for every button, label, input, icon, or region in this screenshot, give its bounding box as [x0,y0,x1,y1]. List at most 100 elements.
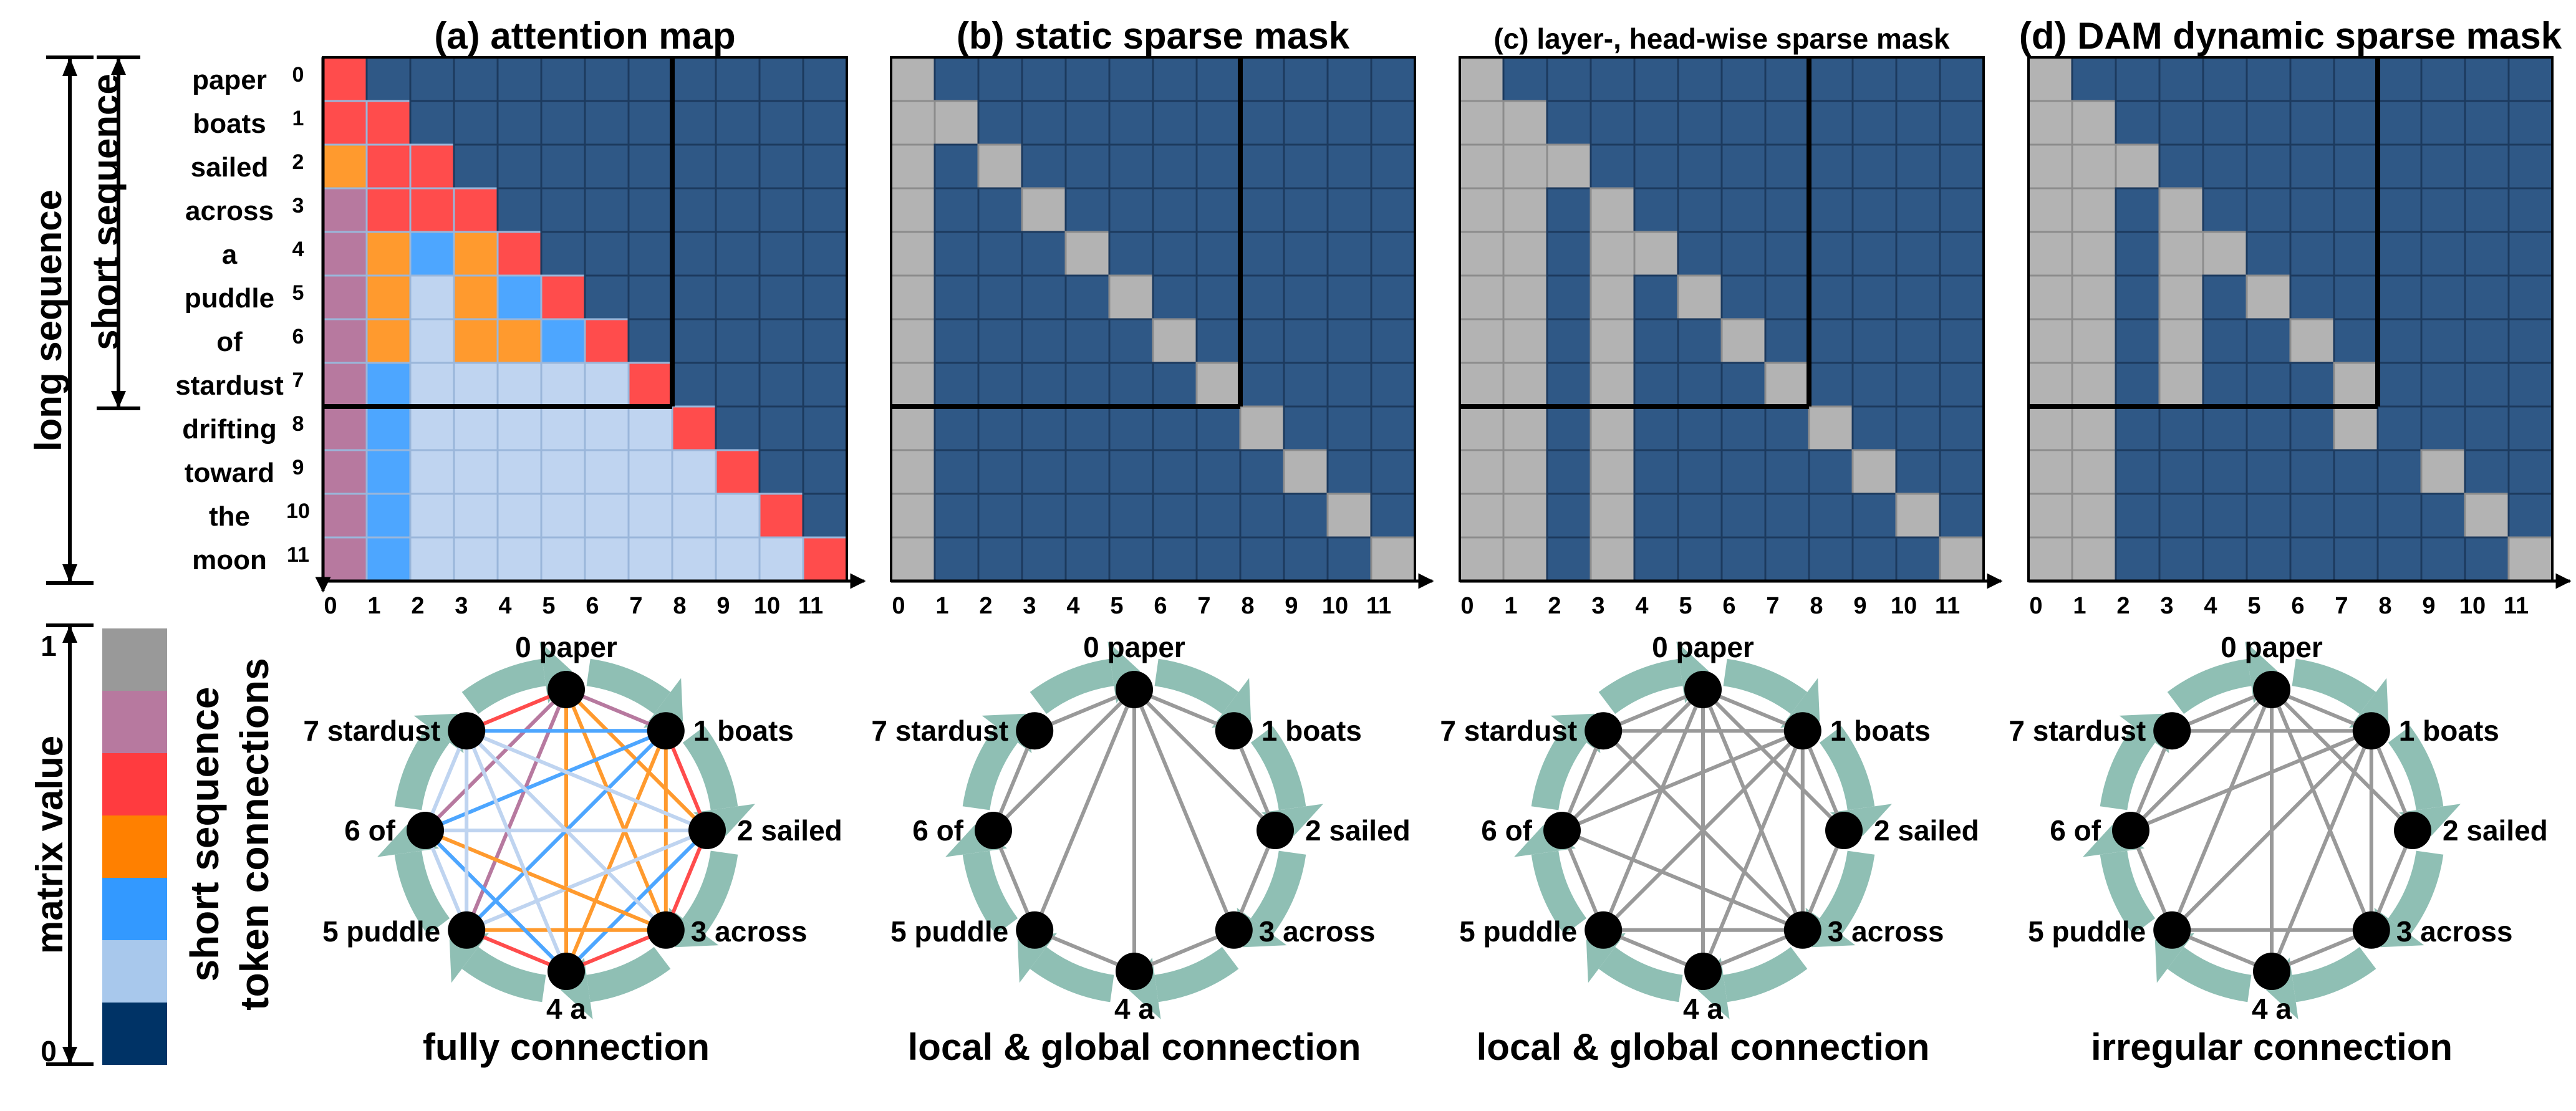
matrix-cell [2202,56,2248,102]
matrix-cell [2289,405,2335,451]
matrix-cell [365,318,412,364]
graph-node-label: 2 sailed [737,814,842,847]
matrix-cell [2027,231,2073,277]
matrix-cell [1895,362,1941,408]
matrix-cell [2507,187,2554,233]
matrix-cell [584,318,630,364]
graph-node-label: 1 boats [2399,714,2499,747]
matrix-cell [977,493,1023,539]
matrix-cell [1589,100,1636,146]
matrix-cell [2202,318,2248,364]
matrix-cell [1326,536,1372,582]
matrix-cell [2246,493,2292,539]
graph-node-label: 0 paper [1083,631,1185,663]
matrix-cell [2507,493,2554,539]
x-tick-label: 3 [455,593,468,619]
matrix-cell [1195,56,1242,102]
matrix-a [315,56,866,593]
graph-node [1257,812,1294,849]
matrix-cell [322,449,368,495]
matrix-cell [890,536,936,582]
matrix-cell [1939,187,1985,233]
ring-arrow [2167,658,2252,714]
matrix-cell [2333,449,2379,495]
matrix-cell [1939,100,1985,146]
matrix-cell [1851,318,1898,364]
row-token-label: drifting [182,414,277,445]
matrix-cell [496,231,543,277]
x-tick-label: 9 [716,593,730,619]
ring-arrow [1154,658,1239,714]
x-tick-label: 1 [935,593,948,619]
matrix-cell [2115,143,2161,190]
x-tick-label: 2 [2116,593,2130,619]
matrix-cell [2115,56,2161,102]
x-tick-label: 0 [1460,593,1474,619]
graph-node-label: 6 of [344,814,395,847]
matrix-cell [2115,405,2161,451]
matrix-cell [2071,536,2117,582]
matrix-cell [933,100,980,146]
matrix-cell [2507,231,2554,277]
matrix-cell [1064,187,1111,233]
matrix-cell [2071,405,2117,451]
matrix-cell [2464,187,2510,233]
matrix-cell [2464,536,2510,582]
matrix-cell [802,493,848,539]
matrix-cell [1108,405,1154,451]
graph-edge [1561,729,1803,832]
matrix-cell [1064,493,1111,539]
matrix-cell [1370,449,1416,495]
matrix-cell [758,100,804,146]
matrix-cell [1108,449,1154,495]
matrix-cell [2376,231,2423,277]
matrix-cell [1589,231,1636,277]
graph-node-label: 0 paper [515,631,617,663]
matrix-cell [1939,536,1985,582]
graph-edge [2130,729,2372,832]
matrix-cell [1720,449,1767,495]
matrix-cell [1808,405,1854,451]
matrix-cell [933,274,980,320]
matrix-cell [584,274,630,320]
matrix-cell [409,187,455,233]
x-tick-label: 2 [979,593,992,619]
graph-node-label: 7 stardust [303,714,440,747]
matrix-cell [802,405,848,451]
panel-title: (b) static sparse mask [957,15,1350,57]
matrix-cell [1502,143,1548,190]
matrix-cell [2202,536,2248,582]
matrix-cell [1108,56,1154,102]
matrix-cell [977,449,1023,495]
matrix-cell [1459,362,1505,408]
matrix-cell [977,143,1023,190]
matrix-cell [715,143,761,190]
matrix-cell [2333,536,2379,582]
matrix-cell [1459,187,1505,233]
matrix-cell [2027,143,2073,190]
matrix-cell [2289,274,2335,320]
matrix-cell [2376,405,2423,451]
ring-arrow [962,850,1018,935]
ring-arrow [682,850,738,935]
matrix-cell [1808,318,1854,364]
matrix-cell [496,100,543,146]
matrix-cell [1021,143,1067,190]
matrix-cell [1370,56,1416,102]
matrix-cell [1633,318,1679,364]
matrix-cell [1108,187,1154,233]
matrix-cell [540,100,586,146]
matrix-cell [1851,493,1898,539]
ring-arrow [1598,658,1683,714]
matrix-cell [2464,274,2510,320]
matrix-cell [1370,405,1416,451]
matrix-cell [1326,449,1372,495]
matrix-cell [1064,405,1111,451]
x-tick-label: 3 [2160,593,2173,619]
matrix-cell [2027,187,2073,233]
matrix-cell [1808,362,1854,408]
matrix-cell [540,536,586,582]
matrix-cell [671,318,717,364]
graph-node-label: 7 stardust [871,714,1008,747]
